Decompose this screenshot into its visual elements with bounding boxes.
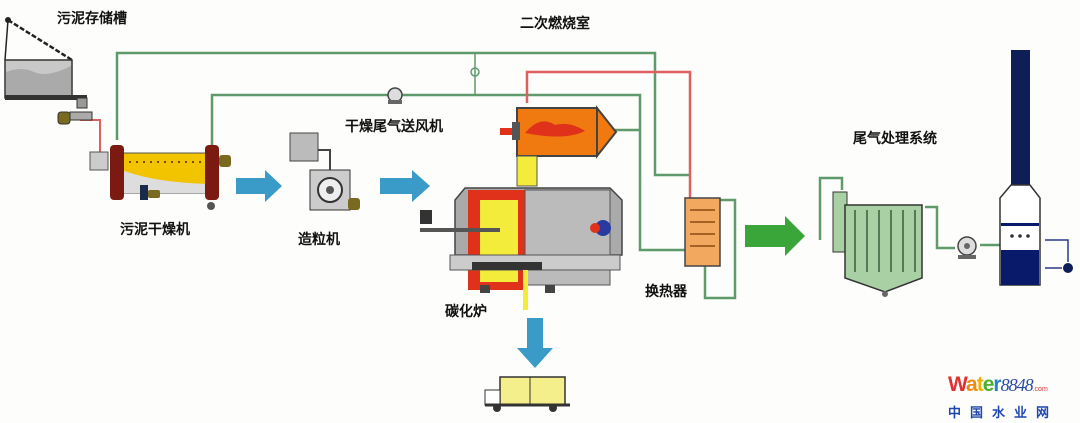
logo-suffix: .com	[1032, 386, 1048, 393]
scrubber-and-stack	[999, 50, 1073, 286]
logo-letter: r	[993, 373, 1001, 396]
logo-letter: a	[966, 373, 978, 396]
red-pipe	[525, 70, 692, 198]
granulator	[289, 132, 360, 211]
carbonization-furnace	[420, 155, 623, 310]
logo-letter: e	[982, 373, 995, 396]
label-carbonization-furnace: 碳化炉	[445, 304, 487, 320]
label-granulator: 造粒机	[298, 232, 340, 248]
truck-icon	[484, 376, 570, 412]
label-exhaust-treatment: 尾气处理系统	[853, 131, 937, 147]
baghouse-filter	[832, 191, 923, 297]
label-storage-tank: 污泥存储槽	[57, 11, 127, 27]
fan-icon	[387, 87, 403, 104]
flow-arrow-icon	[745, 216, 805, 256]
heat-exchanger	[684, 197, 721, 267]
sludge-storage-tank	[4, 17, 109, 171]
flow-arrow-icon	[236, 170, 282, 202]
watermark-logo: Water8848.com 中国水业网	[948, 373, 1059, 422]
logo-letter: W	[948, 373, 967, 396]
logo-letter: t	[976, 373, 984, 396]
label-sludge-dryer: 污泥干燥机	[120, 222, 190, 238]
label-secondary-combustion: 二次燃烧室	[520, 16, 590, 32]
red-feed-pipe	[80, 119, 101, 152]
logo-number: 8848	[1000, 375, 1034, 395]
green-pipes	[115, 51, 1000, 300]
secondary-combustion-chamber	[500, 105, 618, 159]
flow-arrow-icon	[380, 170, 430, 202]
label-dryer-fan: 干燥尾气送风机	[345, 119, 443, 135]
exhaust-fan-icon	[957, 236, 977, 259]
sludge-dryer	[110, 145, 231, 210]
label-heat-exchanger: 换热器	[645, 284, 687, 300]
logo-chinese-name: 中国水业网	[948, 406, 1059, 421]
valve-icon	[470, 53, 480, 95]
output-arrow-icon	[517, 318, 553, 368]
